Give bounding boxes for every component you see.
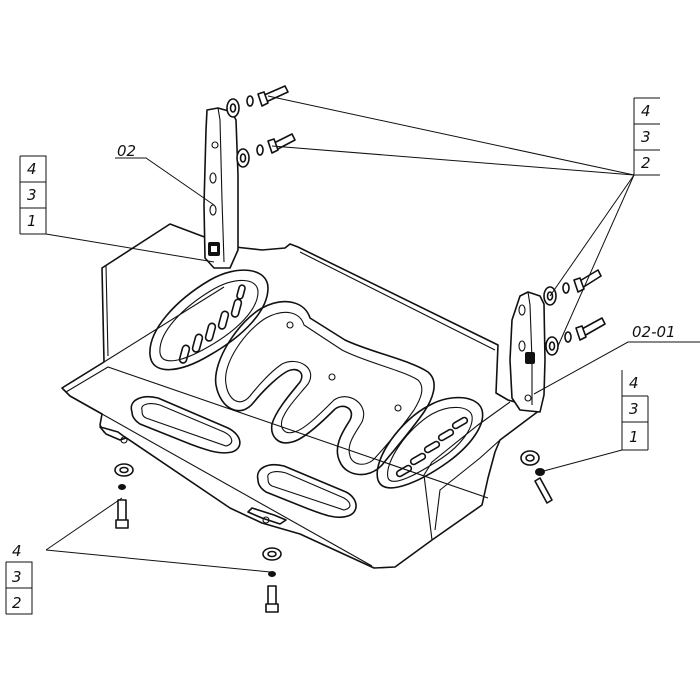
vent-slots-left — [178, 284, 246, 364]
stack-bl-bottom: 2 — [12, 594, 22, 612]
embossed-pattern — [130, 269, 484, 519]
bolt-side-right — [520, 450, 553, 504]
stack-mr-top: 4 — [629, 374, 639, 392]
stack-tr-top: 4 — [641, 102, 651, 120]
bolt-right-1 — [543, 269, 602, 306]
label-02: 02 — [117, 142, 136, 160]
fasteners — [114, 85, 606, 613]
bracket-right — [509, 291, 546, 413]
stack-tl-bottom: 1 — [27, 212, 37, 230]
leader-lines — [45, 95, 700, 573]
callout-stack-bottom-left: 4 3 2 — [5, 542, 33, 615]
bolt-bottom-center — [262, 547, 282, 613]
bolt-top-1 — [226, 85, 289, 118]
stack-mr-bottom: 1 — [629, 428, 639, 446]
stack-mr-mid: 3 — [629, 400, 639, 418]
stack-bl-top: 4 — [12, 542, 22, 560]
callout-stack-top-left: 4 3 1 — [19, 155, 47, 235]
stack-tl-top: 4 — [27, 160, 37, 178]
skid-plate — [61, 223, 541, 569]
stack-tr-bottom: 2 — [641, 154, 651, 172]
stack-bl-mid: 3 — [12, 568, 22, 586]
label-02-01: 02-01 — [632, 323, 676, 341]
bolt-top-2 — [236, 133, 296, 168]
stack-tr-mid: 3 — [641, 128, 651, 146]
bolt-bottom-left — [114, 463, 134, 529]
callout-stack-mid-right: 4 3 1 — [621, 370, 649, 451]
vent-slots-right — [395, 416, 469, 478]
bolt-right-2 — [545, 317, 606, 356]
callout-stack-top-right: 4 3 2 — [633, 97, 660, 176]
bracket-left — [203, 107, 239, 269]
stack-tl-mid: 3 — [27, 186, 37, 204]
